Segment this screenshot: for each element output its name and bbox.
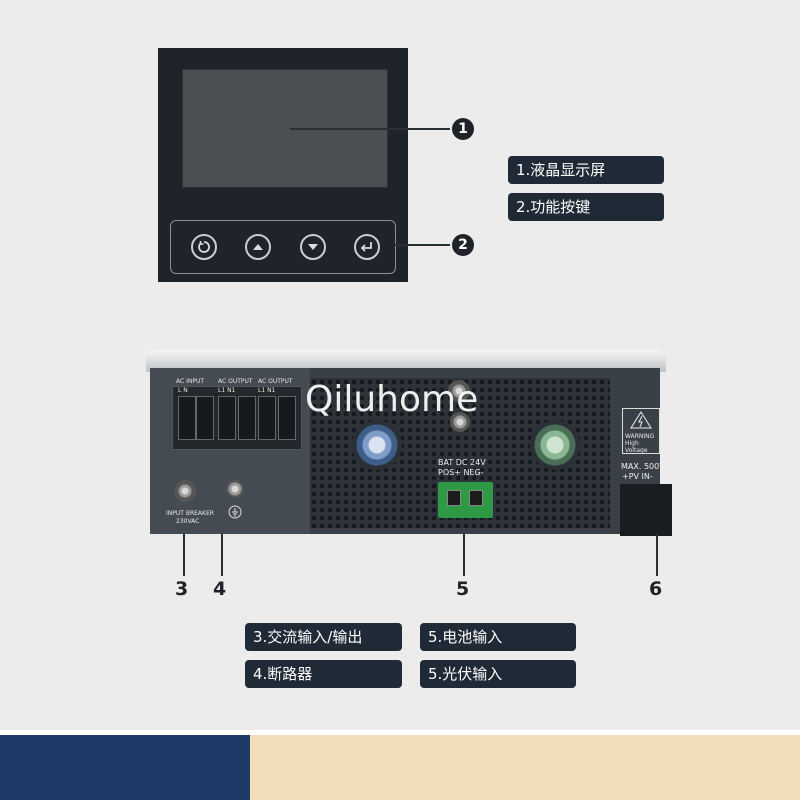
- pv-input-terminal: [620, 484, 672, 536]
- ac-output-l1n1-a: L1 N1: [218, 387, 236, 394]
- ac-input-label: AC INPUT: [176, 378, 205, 385]
- up-button[interactable]: [245, 234, 271, 260]
- lightning-icon: [630, 411, 652, 429]
- power-button[interactable]: [191, 234, 217, 260]
- breaker-switch[interactable]: [278, 396, 296, 440]
- leader-line-6: [656, 534, 658, 576]
- breaker-switch[interactable]: [218, 396, 236, 440]
- ac-output-l1n1-b: L1 N1: [258, 387, 276, 394]
- down-arrow-icon: [308, 244, 318, 250]
- callout-3: 3: [175, 578, 189, 600]
- fan-right: [530, 420, 580, 470]
- down-button[interactable]: [300, 234, 326, 260]
- enter-button[interactable]: [354, 234, 380, 260]
- ac-output-label-2: AC OUTPUT: [258, 378, 293, 385]
- breaker-switch[interactable]: [178, 396, 196, 440]
- label-battery-input: 5.电池输入: [420, 623, 576, 651]
- label-pv-input: 5.光伏输入: [420, 660, 576, 688]
- battery-pos-screw: [447, 490, 461, 506]
- rear-housing-top: [146, 350, 666, 372]
- fan-left: [352, 420, 402, 470]
- leader-line-4: [221, 534, 223, 576]
- callout-1: 1: [452, 118, 474, 140]
- label-lcd: 1.液晶显示屏: [508, 156, 664, 184]
- input-breaker-label: INPUT BREAKER: [166, 510, 214, 517]
- bat-dc-label: BAT DC 24V: [438, 458, 486, 467]
- leader-line-1: [290, 128, 450, 130]
- ac-input-ln: L N: [178, 387, 188, 394]
- callout-6: 6: [649, 578, 663, 600]
- breaker-switch[interactable]: [196, 396, 214, 440]
- warning-text: WARNING High Voltage: [625, 433, 655, 454]
- max-pv-label: MAX. 500V: [621, 462, 665, 471]
- up-arrow-icon: [253, 244, 263, 250]
- pos-neg-label: POS+ NEG-: [438, 468, 484, 477]
- voltage-label: 230VAC: [176, 518, 200, 525]
- breaker-switch[interactable]: [258, 396, 276, 440]
- watermark: Qiluhome: [305, 379, 479, 420]
- mount-knob: [450, 412, 470, 432]
- function-keypad: [170, 220, 396, 274]
- ground-terminal: [226, 480, 244, 498]
- next-section-banner: [0, 735, 800, 800]
- leader-line-2: [394, 244, 450, 246]
- label-ac-io: 3.交流输入/输出: [245, 623, 402, 651]
- battery-neg-screw: [469, 490, 483, 506]
- breaker-switch[interactable]: [238, 396, 256, 440]
- pv-in-label: +PV IN-: [622, 472, 653, 481]
- high-voltage-warning: WARNING High Voltage: [622, 408, 660, 454]
- input-breaker-button[interactable]: [174, 480, 196, 502]
- label-keys: 2.功能按键: [508, 193, 664, 221]
- leader-line-3: [183, 534, 185, 576]
- mount-knob: [448, 380, 470, 402]
- callout-5: 5: [456, 578, 470, 600]
- label-breaker: 4.断路器: [245, 660, 402, 688]
- callout-4: 4: [213, 578, 227, 600]
- ac-output-label-1: AC OUTPUT: [218, 378, 253, 385]
- power-icon: [198, 241, 210, 253]
- callout-2: 2: [452, 234, 474, 256]
- leader-line-5: [463, 534, 465, 576]
- ground-icon: [228, 504, 242, 519]
- enter-icon: [360, 242, 372, 252]
